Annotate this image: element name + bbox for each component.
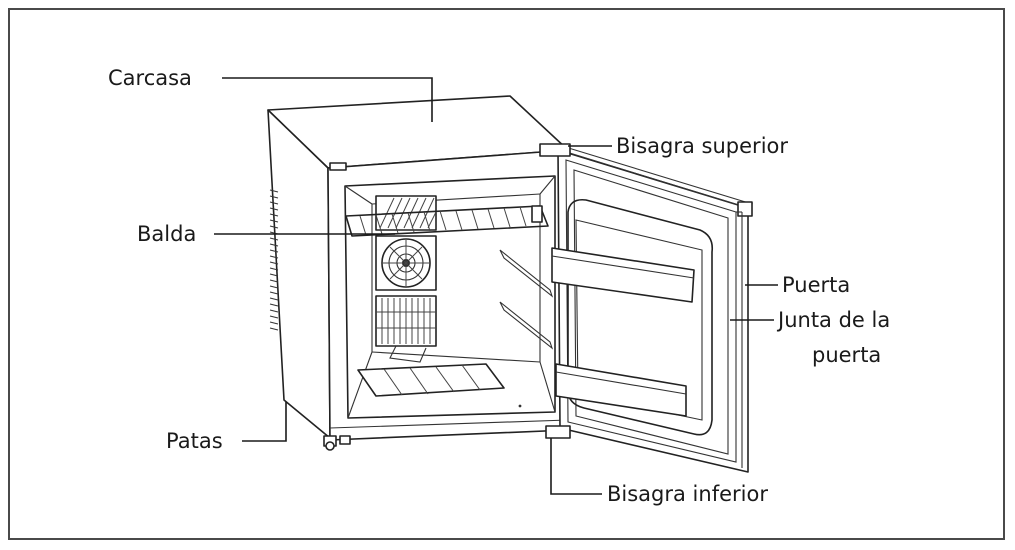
label-balda: Balda: [137, 222, 196, 246]
shelf: [345, 205, 549, 237]
door-corner-top: [737, 201, 753, 217]
shelf-rails: [499, 249, 554, 350]
label-bisagra-inferior: Bisagra inferior: [607, 482, 768, 506]
bottom-hinge: [545, 425, 571, 439]
leader-carcasa: [222, 77, 433, 122]
leader-lines: [214, 77, 778, 495]
shelf-frame: [345, 205, 549, 237]
leader-bisagra-inferior: [550, 438, 602, 495]
shelf-bracket: [531, 205, 543, 223]
leader-patas: [242, 402, 287, 442]
label-carcasa: Carcasa: [108, 66, 192, 90]
top-hinge: [539, 143, 571, 157]
door-liner: [567, 198, 714, 436]
rear-cooling-unit: [375, 195, 437, 363]
floor-tray: [357, 363, 522, 408]
label-patas: Patas: [166, 429, 223, 453]
label-puerta: Puerta: [782, 273, 850, 297]
legs: [323, 435, 351, 451]
label-junta-line1: Junta de la: [776, 308, 890, 332]
door: [539, 143, 754, 473]
front-leg-right: [339, 435, 351, 445]
label-bisagra-superior: Bisagra superior: [616, 134, 788, 158]
top-vent: [329, 162, 347, 171]
label-junta-line2: puerta: [812, 343, 881, 367]
